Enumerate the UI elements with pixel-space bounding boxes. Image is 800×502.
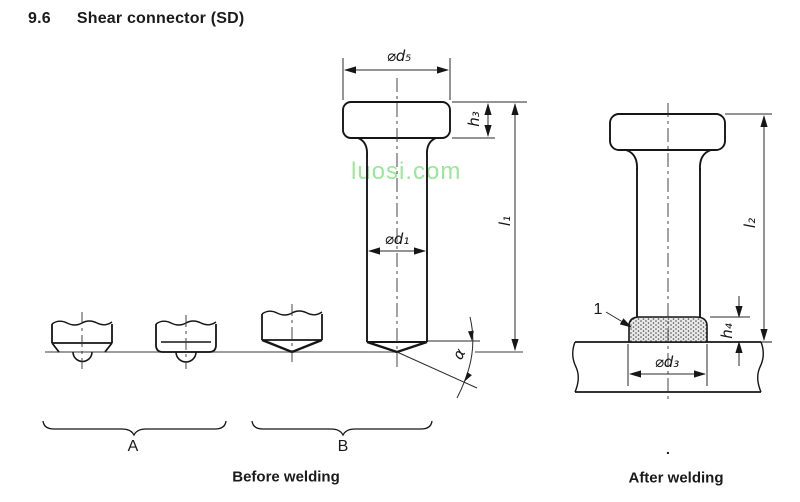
dimension-l2 bbox=[725, 113, 772, 341]
section-title-text: Shear connector (SD) bbox=[76, 10, 245, 27]
label-d1: ⌀d₁ bbox=[384, 230, 410, 248]
stray-dot: . bbox=[666, 441, 670, 457]
stud-tip-variant-2 bbox=[155, 315, 217, 369]
label-h4: h₄ bbox=[718, 323, 736, 339]
label-l1: l₁ bbox=[496, 215, 514, 227]
dimension-alpha bbox=[396, 316, 480, 399]
label-l2: l₂ bbox=[741, 217, 759, 229]
main-stud-after-welding bbox=[609, 103, 726, 400]
dimension-d5 bbox=[342, 58, 451, 100]
stud-tip-variant-1 bbox=[51, 312, 113, 369]
weld-collar-leader bbox=[605, 311, 632, 328]
section-number: 9.6 bbox=[28, 10, 51, 27]
section-title: 9.6 Shear connector (SD) bbox=[28, 10, 244, 28]
caption-after-welding: After welding bbox=[628, 469, 724, 487]
dimension-h4 bbox=[710, 296, 750, 366]
label-d3: ⌀d₃ bbox=[654, 353, 680, 371]
watermark-text: luosi.com bbox=[351, 158, 462, 185]
group-label-b: B bbox=[337, 438, 349, 455]
group-bracket-b bbox=[251, 420, 433, 437]
weld-collar-callout: 1 bbox=[593, 301, 603, 318]
dimension-d3 bbox=[627, 344, 708, 386]
main-stud-before-welding bbox=[342, 78, 451, 370]
label-h3: h₃ bbox=[465, 111, 483, 127]
group-label-a: A bbox=[127, 438, 139, 455]
caption-before-welding: Before welding bbox=[232, 468, 340, 486]
dimension-h3 bbox=[452, 101, 527, 139]
stud-tip-variant-3 bbox=[261, 304, 323, 362]
group-bracket-a bbox=[42, 420, 227, 437]
label-d5: ⌀d₅ bbox=[386, 47, 412, 65]
